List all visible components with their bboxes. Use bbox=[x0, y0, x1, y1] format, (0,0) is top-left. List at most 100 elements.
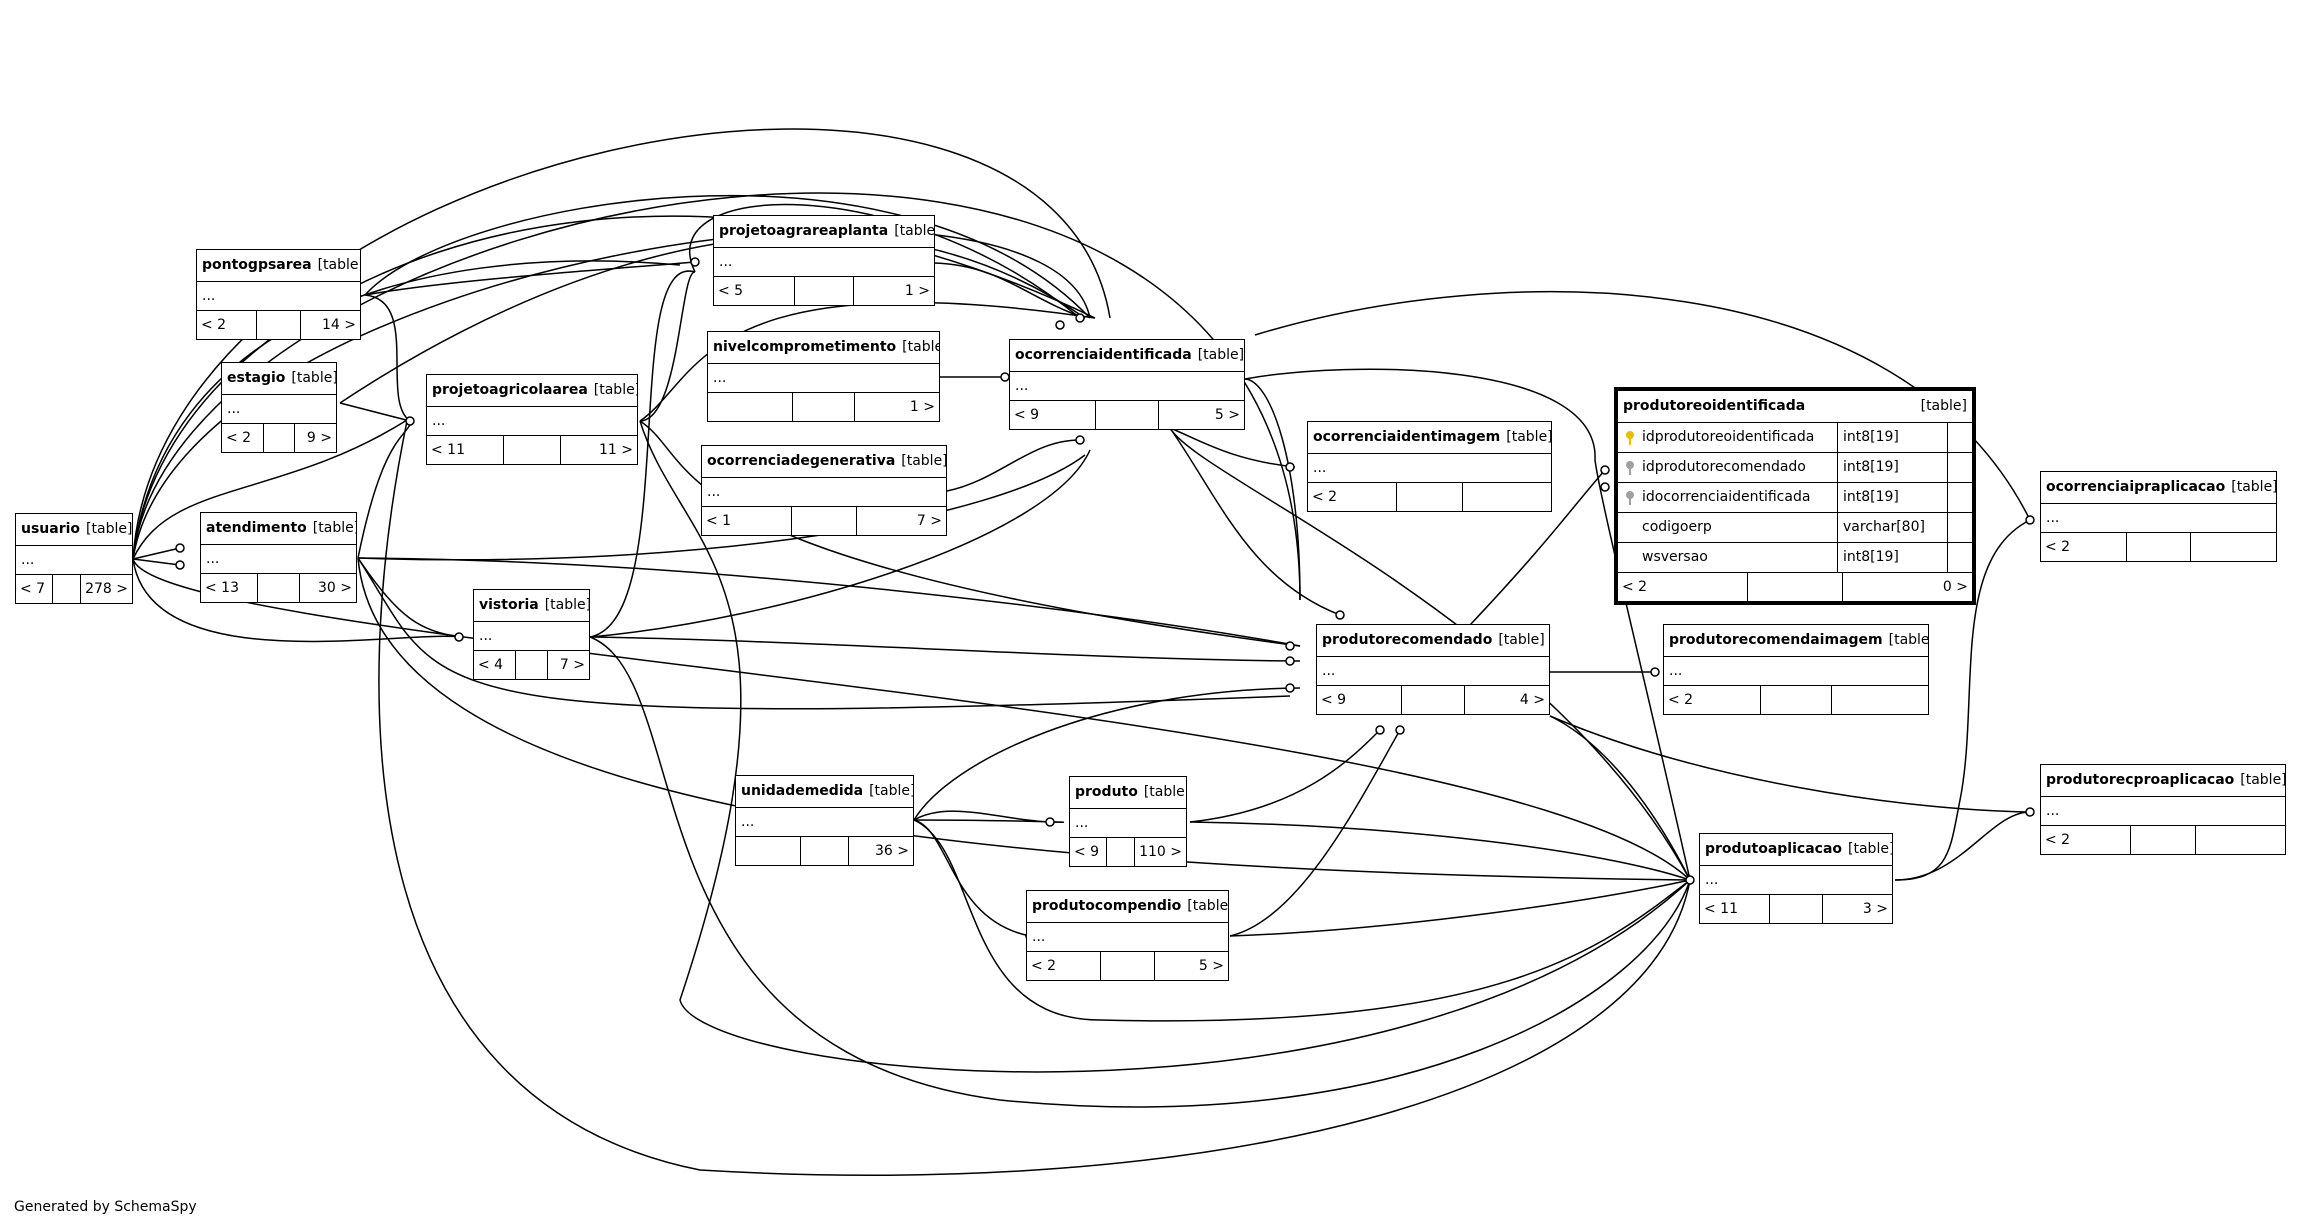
column-row[interactable]: idocorrenciaidentificada int8[19] bbox=[1618, 483, 1972, 513]
table-name: ocorrenciaidentificada bbox=[1015, 347, 1192, 363]
parents-count: < 7 bbox=[20, 581, 46, 597]
column-spacer bbox=[1947, 453, 1972, 482]
children-count: 110 > bbox=[1134, 838, 1186, 866]
table-produtocompendio[interactable]: produtocompendio[table] ... < 25 > bbox=[1026, 890, 1229, 981]
column-row[interactable]: codigoerp varchar[80] bbox=[1618, 513, 1972, 543]
column-name-cell: wsversao bbox=[1618, 543, 1837, 572]
children-count: 30 > bbox=[299, 574, 356, 602]
column-name: codigoerp bbox=[1642, 519, 1712, 535]
table-type: [table] bbox=[544, 597, 589, 613]
table-ocorrenciaidentimagem[interactable]: ocorrenciaidentimagem[table] ... < 2 bbox=[1307, 421, 1552, 512]
table-type: [table] bbox=[2240, 772, 2285, 788]
table-body: ... bbox=[1664, 657, 1928, 686]
children-count bbox=[1461, 483, 1551, 511]
spacer bbox=[1747, 573, 1841, 601]
parents-count: < 2 bbox=[226, 430, 252, 446]
column-name-cell: idocorrenciaidentificada bbox=[1618, 483, 1837, 512]
table-produtorecproaplicacao[interactable]: produtorecproaplicacao[table] ... < 2 bbox=[2040, 764, 2286, 855]
table-name: nivelcomprometimento bbox=[713, 339, 897, 355]
column-row[interactable]: idprodutorecomendado int8[19] bbox=[1618, 453, 1972, 483]
table-type: [table] bbox=[1498, 632, 1545, 648]
table-body: ... bbox=[1010, 372, 1244, 401]
table-body: ... bbox=[2041, 504, 2276, 533]
table-produtorecomendaimagem[interactable]: produtorecomendaimagem[table] ... < 2 bbox=[1663, 624, 1929, 715]
table-projetoagrareaplanta[interactable]: projetoagrareaplanta[table] ... < 51 > bbox=[713, 215, 935, 306]
children-count bbox=[2189, 533, 2276, 561]
spacer bbox=[255, 311, 301, 339]
table-name: unidademedida bbox=[741, 783, 864, 799]
table-body: ... bbox=[1308, 454, 1551, 483]
parents-count: < 11 bbox=[1704, 901, 1738, 917]
parents-count: < 2 bbox=[1668, 692, 1694, 708]
table-body: ... bbox=[708, 364, 939, 393]
primary-key-icon bbox=[1624, 430, 1636, 445]
parents-count: < 11 bbox=[431, 442, 465, 458]
spacer bbox=[799, 837, 848, 865]
column-name-cell: codigoerp bbox=[1618, 513, 1837, 542]
table-type: [table] bbox=[901, 453, 946, 469]
table-nivelcomprometimento[interactable]: nivelcomprometimento[table] ... 1 > bbox=[707, 331, 940, 422]
column-row[interactable]: wsversao int8[19] bbox=[1618, 543, 1972, 573]
table-ocorrenciaipraplicacao[interactable]: ocorrenciaipraplicacao[table] ... < 2 bbox=[2040, 471, 2277, 562]
column-type: int8[19] bbox=[1837, 453, 1947, 482]
table-name: usuario bbox=[21, 521, 81, 537]
parents-count: < 9 bbox=[1321, 692, 1347, 708]
table-type: [table] bbox=[1888, 632, 1928, 648]
parents-count: < 4 bbox=[478, 657, 504, 673]
table-unidademedida[interactable]: unidademedida[table] ... 36 > bbox=[735, 775, 914, 866]
children-count: 0 > bbox=[1841, 573, 1972, 601]
table-type: [table] bbox=[291, 370, 336, 386]
spacer bbox=[503, 436, 560, 464]
table-body: ... bbox=[702, 478, 946, 507]
column-name: wsversao bbox=[1642, 549, 1708, 565]
table-name: produtorecomendado bbox=[1322, 632, 1493, 648]
table-name: projetoagrareaplanta bbox=[719, 223, 889, 239]
foreign-key-icon bbox=[1624, 490, 1636, 505]
table-name: projetoagricolaarea bbox=[432, 382, 588, 398]
parents-count bbox=[736, 837, 800, 865]
column-type: varchar[80] bbox=[1837, 513, 1947, 542]
spacer bbox=[51, 575, 80, 603]
table-name: produtorecproaplicacao bbox=[2046, 772, 2235, 788]
spacer bbox=[514, 651, 547, 679]
table-body: ... bbox=[1027, 923, 1228, 952]
children-count: 4 > bbox=[1463, 686, 1549, 714]
parents-count: < 13 bbox=[205, 580, 239, 596]
table-type: [table] bbox=[312, 520, 356, 536]
parents-count: < 2 bbox=[1622, 579, 1648, 595]
table-body: ... bbox=[474, 622, 589, 651]
table-type: [table] bbox=[317, 257, 360, 273]
table-type: [table] bbox=[86, 521, 132, 537]
table-name: vistoria bbox=[479, 597, 539, 613]
table-type: [table] bbox=[1506, 429, 1551, 445]
parents-count: < 2 bbox=[2045, 832, 2071, 848]
children-count: 278 > bbox=[80, 575, 132, 603]
children-count: 11 > bbox=[559, 436, 637, 464]
column-row[interactable]: idprodutoreoidentificada int8[19] bbox=[1618, 423, 1972, 453]
table-type: [table] bbox=[593, 382, 637, 398]
table-produtoreoidentificada[interactable]: produtoreoidentificada[table] idprodutor… bbox=[1614, 387, 1976, 605]
spacer bbox=[1401, 686, 1463, 714]
table-body: ... bbox=[1070, 809, 1186, 838]
footer-text: Generated by SchemaSpy bbox=[14, 1199, 197, 1215]
children-count: 5 > bbox=[1157, 401, 1244, 429]
column-name: idprodutorecomendado bbox=[1642, 459, 1806, 475]
column-spacer bbox=[1947, 423, 1972, 452]
children-count: 14 > bbox=[300, 311, 360, 339]
column-type: int8[19] bbox=[1837, 543, 1947, 572]
children-count: 3 > bbox=[1821, 895, 1892, 923]
parents-count: < 5 bbox=[718, 283, 744, 299]
table-body: ... bbox=[736, 808, 913, 837]
children-count: 9 > bbox=[294, 424, 336, 452]
